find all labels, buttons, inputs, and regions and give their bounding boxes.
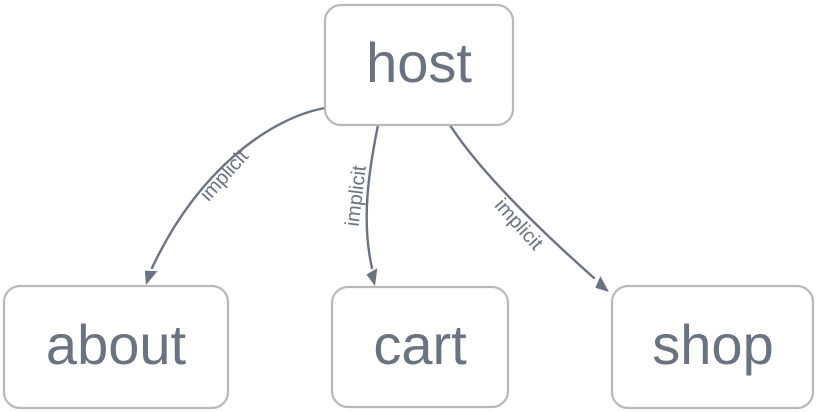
edge-host-shop[interactable]: implicit [446,120,613,296]
edge-path [150,106,327,270]
edge-path [365,123,380,270]
node-label: cart [373,313,467,376]
node-box [330,285,510,409]
node-label: shop [652,313,773,376]
node-about[interactable]: about [2,284,230,410]
edge-label-implicit: implicit [196,145,254,205]
node-label: about [46,313,187,376]
node-cart[interactable]: cart [330,285,510,409]
node-box [2,284,230,410]
node-shop[interactable]: shop [610,284,815,410]
edge-host-cart[interactable]: implicit [342,123,381,287]
edge-label-implicit: implicit [490,194,548,254]
node-box [323,3,515,127]
arrowhead-icon [144,270,158,285]
arrowhead-icon [595,276,609,292]
arrowhead-icon [366,268,378,286]
node-host[interactable]: host [323,3,515,127]
node-box [610,284,815,410]
edge-path [446,120,596,280]
node-label: host [366,31,472,94]
edge-host-about[interactable]: implicit [140,106,327,287]
